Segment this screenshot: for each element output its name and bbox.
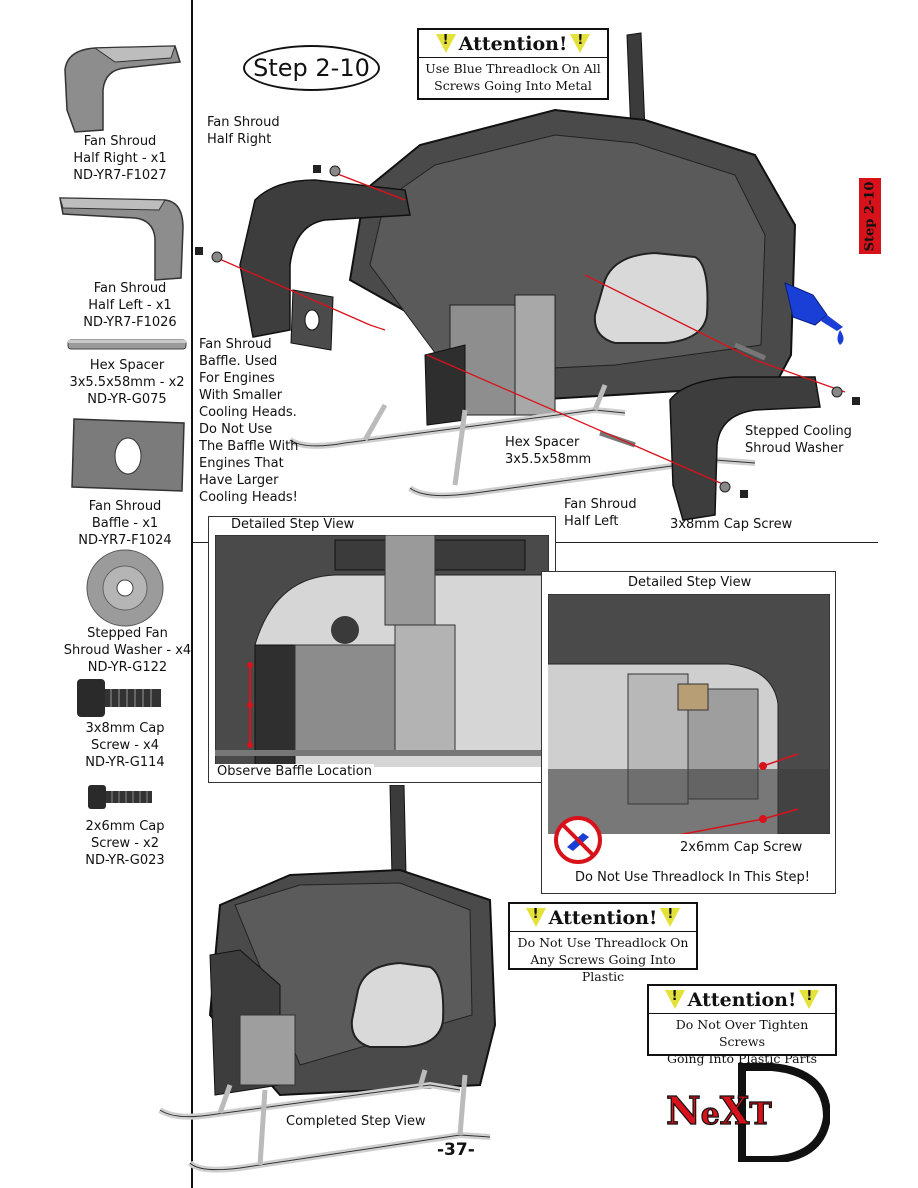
callout-fan-shroud-right: Fan Shroud Half Right <box>207 115 280 147</box>
step-oval: Step 2-10 <box>243 45 380 91</box>
callout-cap-screw-3x8: 3x8mm Cap Screw <box>670 517 793 532</box>
detail-right-title: Detailed Step View <box>628 575 752 590</box>
baffle-image <box>71 418 185 492</box>
step-side-tab: Step 2-10 <box>859 178 881 254</box>
warning-icon <box>660 907 681 927</box>
completed-caption: Completed Step View <box>284 1114 428 1129</box>
detail-view-right: Detailed Step View 2x6mm Cap Screw Do No… <box>541 571 836 894</box>
part-label-stepped-washer: Stepped Fan Shroud Washer - x4 ND-YR-G12… <box>63 626 192 675</box>
detail-view-left: Detailed Step View Observe Baffle Locati… <box>208 516 556 783</box>
warning-icon <box>435 33 456 53</box>
hex-spacer-image <box>67 339 187 350</box>
detail-left-title: Detailed Step View <box>231 517 355 532</box>
part-label-fan-shroud-right: Fan Shroud Half Right - x1 ND-YR7-F1027 <box>73 134 167 183</box>
callout-stepped-washer: Stepped Cooling Shroud Washer <box>745 424 852 456</box>
exploded-assembly-illustration <box>195 32 860 521</box>
no-threadlock-icon <box>554 816 602 864</box>
detail-right-illustration <box>548 594 830 834</box>
warning-icon <box>570 33 591 53</box>
detail-right-caption: Do Not Use Threadlock In This Step! <box>575 870 810 885</box>
callout-baffle-note: Fan Shroud Baffle. Used For Engines With… <box>199 337 299 505</box>
cap-screw-3x8-image <box>77 679 161 717</box>
attention-box-plastic: Attention! Do Not Use Threadlock On Any … <box>508 902 698 984</box>
part-label-baffle: Fan Shroud Baffle - x1 ND-YR7-F1024 <box>78 499 172 548</box>
next-logo-graphic: NeXT <box>665 1063 832 1164</box>
attention-text: Do Not Use Threadlock On Any Screws Goin… <box>517 935 689 984</box>
fan-shroud-right-image <box>64 45 181 133</box>
part-label-fan-shroud-left: Fan Shroud Half Left - x1 ND-YR7-F1026 <box>83 281 177 330</box>
completed-assembly-illustration <box>158 785 497 1173</box>
detail-left-illustration <box>215 535 549 767</box>
warning-icon <box>799 989 820 1009</box>
cap-screw-2x6-image <box>88 785 152 809</box>
attention-title: Attention! <box>687 988 797 1011</box>
svg-text:NeXT: NeXT <box>666 1088 772 1133</box>
attention-title: Attention! <box>548 906 658 929</box>
attention-text: Use Blue Threadlock On All Screws Going … <box>425 61 601 93</box>
stepped-washer-image <box>86 549 164 627</box>
callout-hex-spacer: Hex Spacer 3x5.5x58mm <box>505 435 592 467</box>
part-label-cap-screw-3x8: 3x8mm Cap Screw - x4 ND-YR-G114 <box>85 721 165 770</box>
warning-icon <box>525 907 546 927</box>
next-logo: NeXT <box>662 1062 832 1164</box>
detail-right-screw-label: 2x6mm Cap Screw <box>678 840 805 855</box>
attention-text: Do Not Over Tighten Screws Going Into Pl… <box>666 1017 818 1066</box>
callout-fan-shroud-left: Fan Shroud Half Left <box>564 497 637 529</box>
fan-shroud-left-image <box>59 197 184 281</box>
column-divider <box>191 0 193 1188</box>
attention-box-tighten: Attention! Do Not Over Tighten Screws Go… <box>647 984 837 1066</box>
page-number: -37- <box>437 1140 475 1160</box>
detail-left-caption: Observe Baffle Location <box>215 764 374 779</box>
threadlock-bottle-icon <box>784 282 844 345</box>
warning-icon <box>664 989 685 1009</box>
part-label-hex-spacer: Hex Spacer 3x5.5x58mm - x2 ND-YR-G075 <box>69 358 185 407</box>
attention-box-metal: Attention! Use Blue Threadlock On All Sc… <box>417 28 609 100</box>
attention-title: Attention! <box>458 32 568 55</box>
part-label-cap-screw-2x6: 2x6mm Cap Screw - x2 ND-YR-G023 <box>85 819 165 868</box>
